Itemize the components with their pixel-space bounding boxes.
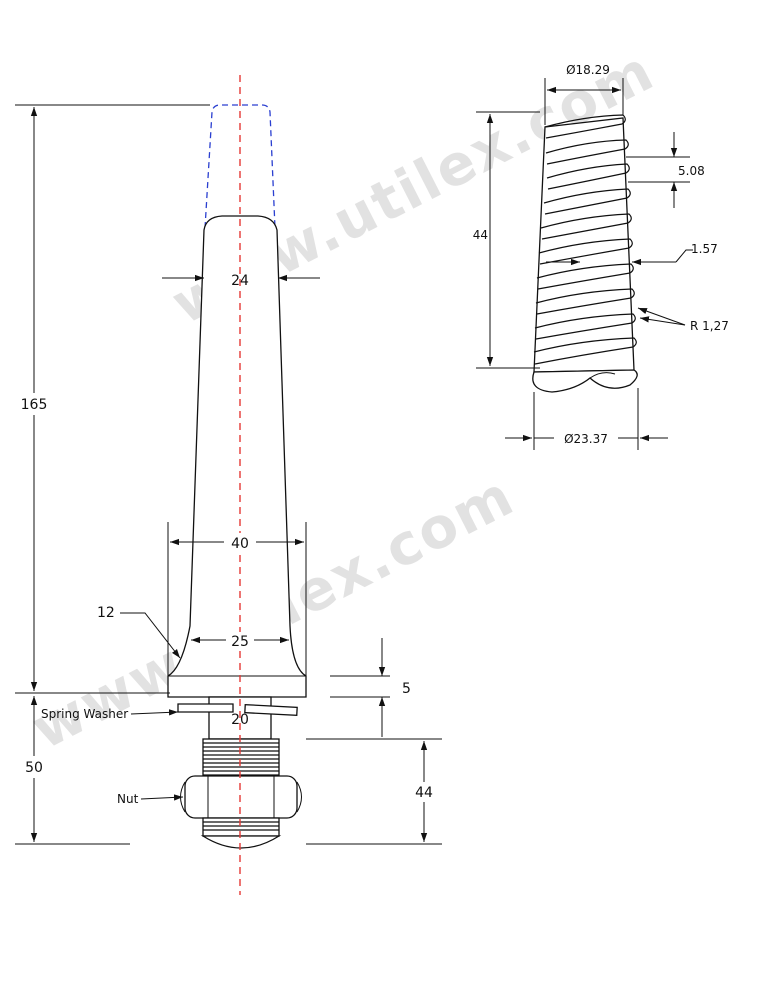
coil-end — [532, 369, 638, 393]
dim-5-label: 5 — [402, 681, 411, 697]
dim-40-label: 40 — [231, 536, 249, 552]
dim-25-label: 25 — [231, 634, 249, 650]
stud-end-dome — [200, 835, 282, 849]
nut-label: Nut — [117, 792, 139, 806]
dim-wire-label: 1.57 — [691, 242, 718, 256]
conical-body — [167, 215, 307, 698]
dim-bottom-diameter-label: Ø23.37 — [564, 432, 608, 446]
dim-pitch-label: 5.08 — [678, 164, 705, 178]
dim-165-label: 165 — [21, 397, 48, 413]
main-view: 165 50 24 40 25 12 5 20 Spring Washer — [14, 75, 442, 895]
lower-threads — [202, 817, 280, 837]
dim-12-label: 12 — [97, 605, 115, 621]
stud-threads — [203, 742, 279, 776]
dim-radius-label: R 1,27 — [690, 319, 729, 333]
coil-body — [533, 117, 635, 373]
dim-coil-length-label: 44 — [473, 228, 488, 242]
dim-24-label: 24 — [231, 273, 249, 289]
coil-turns — [533, 114, 637, 365]
spring-washer-label: Spring Washer — [41, 707, 128, 721]
detail-view: Ø18.29 44 5.08 1.57 R 1,27 Ø23.37 — [473, 63, 729, 450]
dim-44-label: 44 — [415, 785, 433, 801]
hex-nut — [180, 775, 302, 819]
spring-washer — [177, 703, 298, 717]
dim-50-label: 50 — [25, 760, 43, 776]
dim-top-diameter-label: Ø18.29 — [566, 63, 610, 77]
dim-20-label: 20 — [231, 712, 249, 728]
